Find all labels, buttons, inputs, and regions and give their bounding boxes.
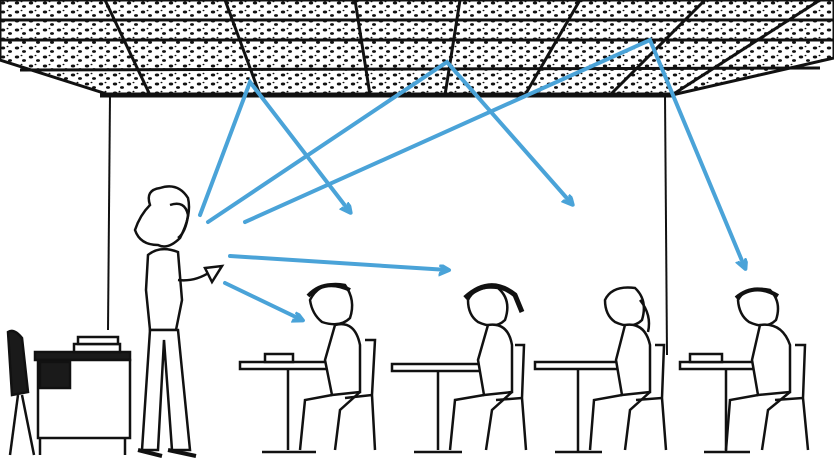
teacher — [135, 186, 222, 456]
sound-arrow — [230, 256, 448, 270]
walls — [108, 95, 667, 355]
sound-arrow — [225, 283, 302, 320]
teacher-desk — [8, 331, 130, 455]
sound-arrow — [200, 82, 350, 215]
